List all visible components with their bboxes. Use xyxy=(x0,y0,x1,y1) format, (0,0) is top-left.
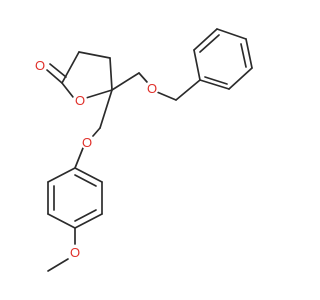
bond-ar-3 xyxy=(47,213,76,229)
bond-ar-1 xyxy=(47,167,76,183)
bond-c1-ocarbonyl-a xyxy=(46,69,63,84)
bond-c1-oring xyxy=(61,82,74,98)
bond-ph-3 xyxy=(216,28,247,40)
aryl-ether-oxygen-label: O xyxy=(82,135,92,150)
bond-omethoxy-ch3 xyxy=(47,258,69,272)
methoxy-oxygen-label: O xyxy=(70,245,80,260)
benzyl-ether-oxygen-label: O xyxy=(147,81,157,96)
bond-ph-6 xyxy=(199,79,230,90)
carbonyl-oxygen-label: O xyxy=(35,58,45,73)
bond-ph-inner-3 xyxy=(204,76,228,85)
bond-ph-inner-2 xyxy=(240,43,247,68)
bond-c1-ocarbonyl-b xyxy=(49,63,67,78)
bond-c4-ch2c xyxy=(99,89,113,129)
bond-c4-ch2a xyxy=(111,72,140,91)
bond-ph-2 xyxy=(193,28,218,51)
bond-ar-inner-3 xyxy=(74,174,97,187)
bond-ch2a-obenzyl xyxy=(138,72,148,83)
bond-c1-c2 xyxy=(61,51,80,84)
bond-c3-c4 xyxy=(109,57,113,91)
bonds xyxy=(46,28,253,272)
bond-ar-6 xyxy=(74,167,103,183)
bond-c4-oring xyxy=(85,89,113,99)
bond-ar-4 xyxy=(74,213,103,229)
benzyl-ether-oxygen: O xyxy=(145,81,159,96)
bond-oaryl-ar xyxy=(74,147,84,169)
bond-ph-4 xyxy=(245,38,253,69)
bond-ph-5 xyxy=(228,67,253,90)
methoxy-oxygen: O xyxy=(68,245,82,260)
bond-ph-1 xyxy=(193,49,201,81)
bond-ch2c-oaryl xyxy=(92,127,101,137)
bond-ph-inner-1 xyxy=(199,34,220,53)
aryl-ether-oxygen: O xyxy=(80,135,94,150)
bond-ar-inner-2 xyxy=(74,209,97,222)
atom-labels: O O O O O xyxy=(33,58,159,260)
ring-oxygen-label: O xyxy=(75,93,85,108)
carbonyl-oxygen: O xyxy=(33,58,47,73)
bond-obenzyl-ch2b xyxy=(156,91,177,101)
ring-oxygen: O xyxy=(73,93,87,108)
molecule-structure: O O O O O xyxy=(33,28,253,272)
bond-ch2b-ph xyxy=(175,79,201,101)
bond-c2-c3 xyxy=(78,51,111,59)
